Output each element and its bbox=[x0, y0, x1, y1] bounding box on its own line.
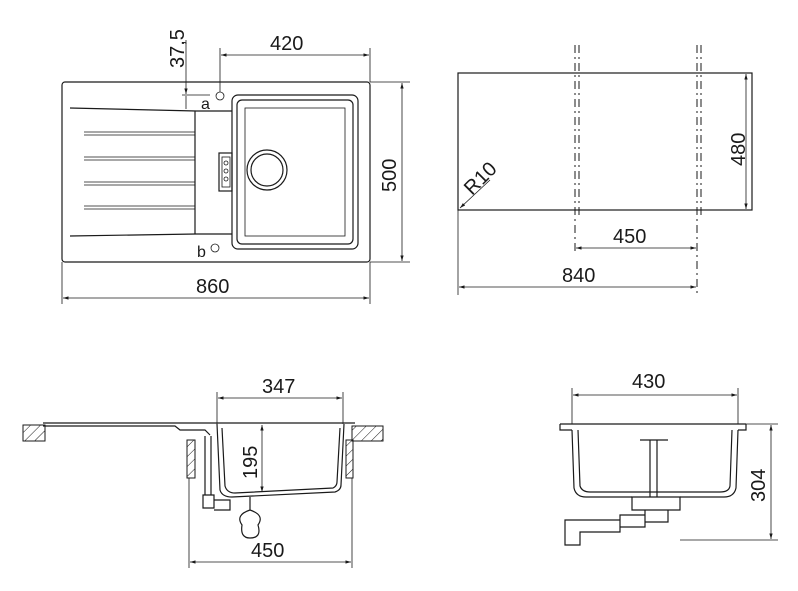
dim-450-side: 450 bbox=[251, 540, 284, 562]
bowl-rim bbox=[236, 99, 354, 245]
extension-lines bbox=[182, 94, 210, 109]
front-drain-pipe bbox=[564, 439, 681, 546]
drain-trap bbox=[202, 436, 261, 539]
sink-outline bbox=[61, 81, 371, 263]
side-view: 347 195 450 bbox=[22, 376, 384, 568]
dim-500: 500 bbox=[379, 159, 401, 192]
dim-450-cutout: 450 bbox=[613, 226, 646, 248]
bowl-front-outer bbox=[571, 429, 739, 498]
countertop-right bbox=[351, 425, 384, 442]
cabinet-wall-right bbox=[345, 439, 354, 479]
drain-outer bbox=[246, 149, 288, 191]
bowl-profile-inner bbox=[221, 427, 341, 494]
dim-37-5: 37,5 bbox=[167, 29, 189, 68]
bowl-inner bbox=[244, 107, 346, 237]
dim-304: 304 bbox=[748, 469, 770, 502]
drain-inner bbox=[250, 153, 284, 187]
countertop-left bbox=[22, 424, 46, 442]
extension-lines bbox=[370, 81, 410, 263]
dim-430: 430 bbox=[632, 371, 665, 393]
dim-420: 420 bbox=[270, 33, 303, 55]
front-view: 430 304 bbox=[559, 371, 778, 546]
radius-leader bbox=[459, 179, 491, 209]
extension-lines bbox=[680, 423, 778, 541]
extension-lines bbox=[219, 48, 371, 92]
cabinet-wall-left bbox=[186, 439, 196, 479]
extension-lines bbox=[188, 478, 353, 568]
dim-r10: R10 bbox=[460, 158, 502, 200]
dim-347: 347 bbox=[262, 376, 295, 398]
overflow-hole bbox=[223, 168, 229, 174]
drainer-board bbox=[69, 107, 232, 237]
bowl-front-inner bbox=[577, 429, 733, 493]
label-a: a bbox=[201, 96, 210, 113]
overflow-hole bbox=[223, 176, 229, 182]
tap-hole-b bbox=[210, 243, 220, 253]
dim-860: 860 bbox=[196, 276, 229, 298]
bowl-profile-outer bbox=[216, 423, 345, 498]
extension-lines bbox=[216, 392, 344, 424]
dim-195: 195 bbox=[240, 446, 262, 479]
top-view: a b 420 37,5 500 860 bbox=[61, 29, 410, 304]
overflow-hole bbox=[223, 160, 229, 166]
overflow-inner bbox=[221, 156, 231, 188]
drainer-grooves bbox=[84, 131, 195, 210]
label-b: b bbox=[197, 244, 206, 261]
sink-rim-profile bbox=[43, 422, 355, 436]
front-rim bbox=[559, 423, 747, 431]
extension-lines bbox=[61, 262, 371, 304]
dim-480: 480 bbox=[728, 133, 750, 166]
tap-hole-a bbox=[215, 91, 225, 101]
dim-840: 840 bbox=[562, 265, 595, 287]
cutout-view: 480 R10 450 840 bbox=[457, 45, 753, 295]
overflow bbox=[218, 152, 233, 192]
cutout-outline bbox=[457, 72, 753, 211]
extension-lines bbox=[571, 388, 739, 424]
